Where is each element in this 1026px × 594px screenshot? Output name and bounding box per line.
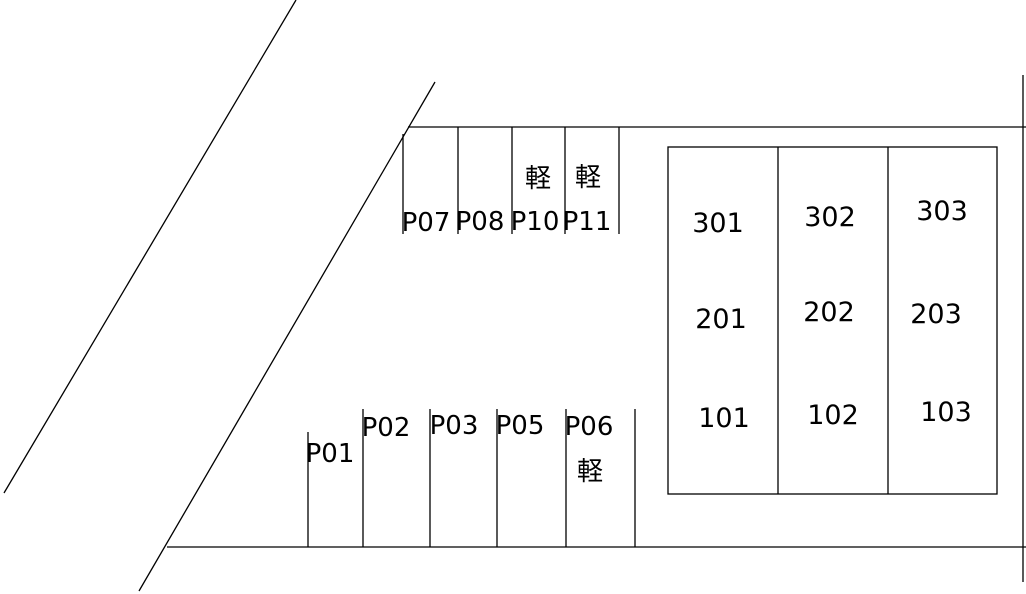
kei-car-mark-p06: 軽	[577, 457, 603, 487]
room-number-302: 302	[804, 202, 856, 233]
parking-space-label-p06: P06	[565, 412, 614, 442]
parking-space-label-p05: P05	[496, 411, 545, 441]
parking-space-label-p01: P01	[306, 439, 355, 469]
room-number-101: 101	[698, 403, 750, 434]
kei-car-mark-p10: 軽	[525, 164, 551, 194]
room-number-103: 103	[920, 397, 972, 428]
parking-space-label-p08: P08	[456, 207, 505, 237]
room-number-201: 201	[695, 304, 747, 335]
room-number-102: 102	[807, 400, 859, 431]
parking-space-label-p03: P03	[430, 411, 479, 441]
building-outline	[667, 146, 998, 495]
room-number-203: 203	[910, 299, 962, 330]
parking-space-label-p07: P07	[402, 208, 451, 238]
kei-car-mark-p11: 軽	[575, 163, 601, 193]
room-number-303: 303	[916, 196, 968, 227]
parking-space-label-p10: P10	[511, 207, 560, 237]
road-edge-outer	[3, 0, 297, 494]
parking-space-label-p02: P02	[362, 413, 411, 443]
road-edge-inner	[138, 81, 436, 592]
room-number-301: 301	[692, 208, 744, 239]
room-number-202: 202	[803, 297, 855, 328]
parking-space-label-p11: P11	[563, 207, 612, 237]
